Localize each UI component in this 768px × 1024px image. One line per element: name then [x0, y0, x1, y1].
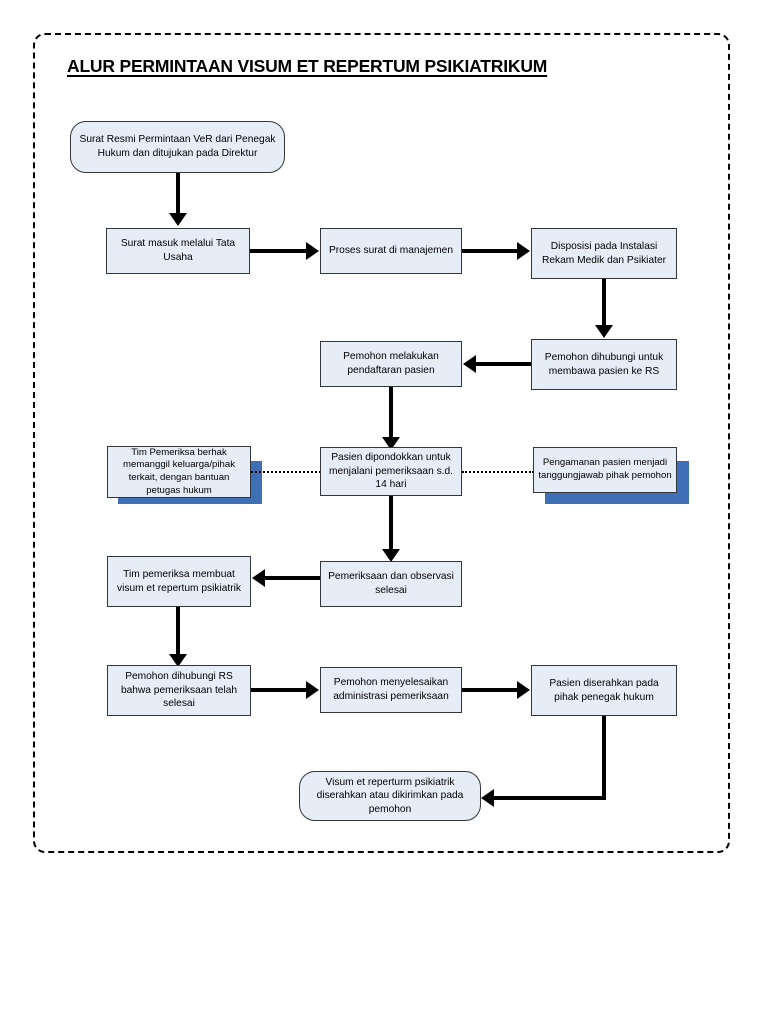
- node-pasien-dipondokkan[interactable]: Pasien dipondokkan untuk menjalani pemer…: [320, 447, 462, 496]
- connector-pemeriksaan-to-tim-visum: [265, 576, 321, 580]
- arrowhead-pemeriksaan-to-tim-visum: [252, 569, 265, 587]
- arrowhead-surat-masuk-to-proses: [306, 242, 319, 260]
- dotted-connector-right-note: [462, 471, 534, 473]
- arrowhead-tim-visum-to-pemohon-selesai: [169, 654, 187, 667]
- node-pasien-diserahkan[interactable]: Pasien diserahkan pada pihak penegak huk…: [531, 665, 677, 716]
- node-proses-surat[interactable]: Proses surat di manajemen: [320, 228, 462, 274]
- arrowhead-administrasi-to-pasien-diserahkan: [517, 681, 530, 699]
- arrowhead-to-visum-diserahkan: [481, 789, 494, 807]
- node-surat-masuk[interactable]: Surat masuk melalui Tata Usaha: [106, 228, 250, 274]
- connector-pemohon-bawa-to-pendaftaran: [476, 362, 532, 366]
- page-title: ALUR PERMINTAAN VISUM ET REPERTUM PSIKIA…: [67, 56, 548, 76]
- connector-surat-masuk-to-proses: [250, 249, 308, 253]
- node-pengamanan-pasien[interactable]: Pengamanan pasien menjadi tanggungjawab …: [533, 447, 677, 493]
- arrowhead-start-to-surat-masuk: [169, 213, 187, 226]
- arrowhead-dipondokkan-to-pemeriksaan-selesai: [382, 549, 400, 562]
- connector-start-to-surat-masuk: [176, 173, 180, 217]
- node-pemohon-dihubungi-bawa[interactable]: Pemohon dihubungi untuk membawa pasien k…: [531, 339, 677, 390]
- node-start[interactable]: Surat Resmi Permintaan VeR dari Penegak …: [70, 121, 285, 173]
- connector-dipondokkan-to-pemeriksaan-selesai: [389, 496, 393, 553]
- connector-pasien-diserahkan-left: [494, 796, 604, 800]
- dotted-connector-left-note: [251, 471, 321, 473]
- node-pendaftaran[interactable]: Pemohon melakukan pendaftaran pasien: [320, 341, 462, 387]
- connector-administrasi-to-pasien-diserahkan: [462, 688, 519, 692]
- connector-proses-to-disposisi: [462, 249, 519, 253]
- arrowhead-proses-to-disposisi: [517, 242, 530, 260]
- connector-pemohon-selesai-to-administrasi: [251, 688, 308, 692]
- arrowhead-disposisi-to-pemohon-bawa: [595, 325, 613, 338]
- node-disposisi[interactable]: Disposisi pada Instalasi Rekam Medik dan…: [531, 228, 677, 279]
- node-tim-membuat-visum[interactable]: Tim pemeriksa membuat visum et repertum …: [107, 556, 251, 607]
- node-pemohon-dihubungi-selesai[interactable]: Pemohon dihubungi RS bahwa pemeriksaan t…: [107, 665, 251, 716]
- arrowhead-pendaftaran-to-dipondokkan: [382, 437, 400, 450]
- connector-pendaftaran-to-dipondokkan: [389, 387, 393, 441]
- node-pemeriksaan-selesai[interactable]: Pemeriksaan dan observasi selesai: [320, 561, 462, 607]
- connector-disposisi-to-pemohon-bawa: [602, 279, 606, 329]
- node-administrasi[interactable]: Pemohon menyelesaikan administrasi pemer…: [320, 667, 462, 713]
- node-tim-pemeriksa-berhak[interactable]: Tim Pemeriksa berhak memanggil keluarga/…: [107, 446, 251, 498]
- connector-tim-visum-to-pemohon-selesai: [176, 607, 180, 658]
- arrowhead-pemohon-bawa-to-pendaftaran: [463, 355, 476, 373]
- connector-pasien-diserahkan-down: [602, 716, 606, 800]
- diagram-dashed-frame: [33, 33, 730, 853]
- node-visum-diserahkan[interactable]: Visum et reperturm psikiatrik diserahkan…: [299, 771, 481, 821]
- arrowhead-pemohon-selesai-to-administrasi: [306, 681, 319, 699]
